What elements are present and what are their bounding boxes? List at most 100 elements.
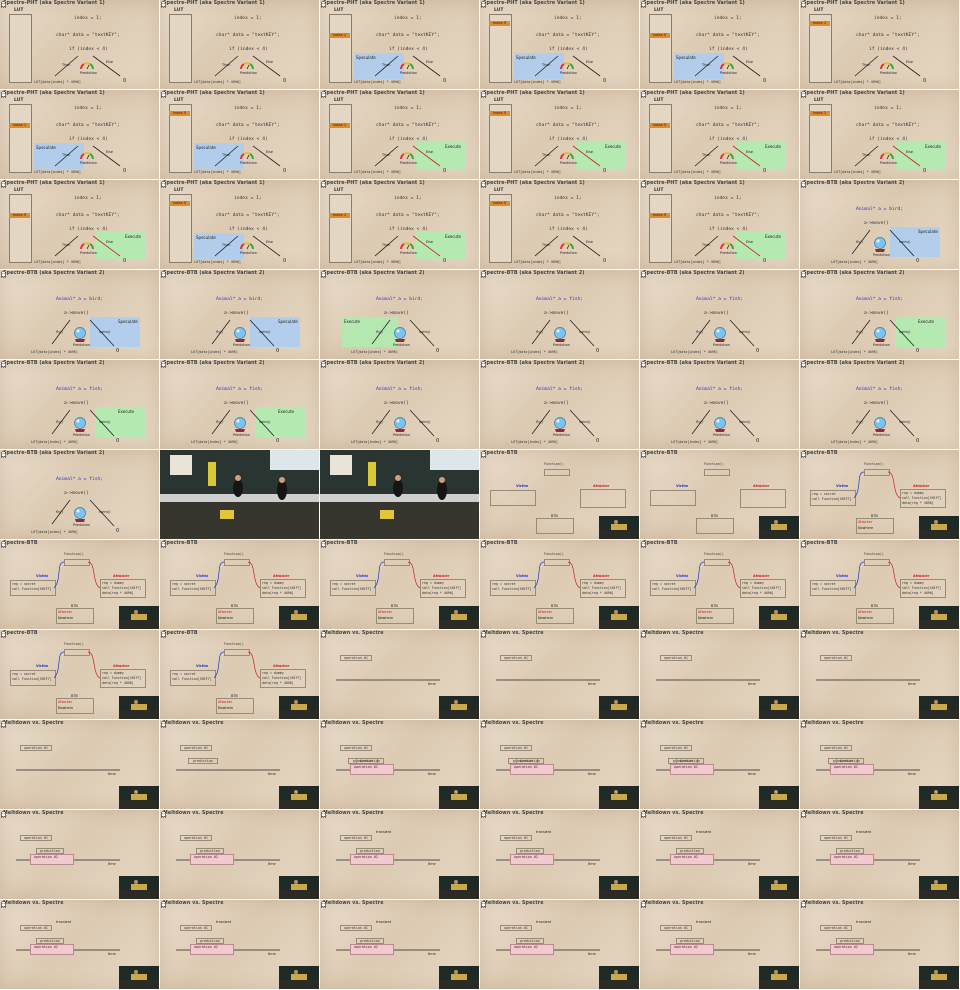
slide-thumbnail[interactable]: Spectre-BTB (aka Spectre Variant 2)Anima… [640,270,799,359]
victim-reg-line: reg = secret [12,672,36,676]
virtual-call: a->move() [384,401,409,406]
data-assignment: char* data = "textKEY"; [376,123,440,128]
then-label: Then [702,243,711,247]
speaker-camera-inset [119,966,159,989]
predictor-gauge-icon [400,242,414,250]
slide-title: Spectre-PHT (aka Spectre Variant 1) [3,1,105,6]
prediction-label: Prediction [400,71,417,75]
time-label: time [588,772,596,776]
slide-thumbnail[interactable]: Spectre-BTB (aka Spectre Variant 2)Anima… [800,270,959,359]
slide-thumbnail[interactable]: Spectre-BTB (aka Spectre Variant 2)Anima… [320,360,479,449]
slide-thumbnail[interactable]: Spectre-BTB (aka Spectre Variant 2)Anima… [640,360,799,449]
slide-thumbnail[interactable]: Spectre-BTB (aka Spectre Variant 2)Anima… [0,270,159,359]
crystal-ball-icon [74,507,86,522]
operation-2-box: operation #2 [834,855,858,859]
slide-thumbnail[interactable]: Spectre-BTB (aka Spectre Variant 2)Anima… [480,360,639,449]
lut-table [169,14,192,83]
branch-arrows [54,235,121,257]
slide-thumbnail[interactable] [320,450,479,539]
slide-title: Meltdown vs. Spectre [3,811,64,816]
result: 0 [116,438,120,444]
slide-title: Meltdown vs. Spectre [803,721,864,726]
slide-thumbnail[interactable] [160,450,319,539]
predictor-gauge-icon [560,62,574,70]
transient-region [510,854,554,865]
speaker-camera-inset [119,876,159,899]
slide-thumbnail[interactable]: Spectre-BTB (aka Spectre Variant 2)Anima… [320,270,479,359]
ghost-logo-icon [801,451,806,458]
lut-table [489,104,512,173]
slide-thumbnail[interactable]: Spectre-BTB (aka Spectre Variant 2)Anima… [800,360,959,449]
slide-thumbnail[interactable]: Spectre-BTB (aka Spectre Variant 2)Anima… [800,180,959,269]
lut-label: LUT [814,8,824,13]
slide-thumbnail[interactable]: Spectre-BTB (aka Spectre Variant 2)Anima… [160,270,319,359]
slide-thumbnail[interactable]: Spectre-BTB (aka Spectre Variant 2)Anima… [0,450,159,539]
slide-thumbnail[interactable]: Spectre-BTB (aka Spectre Variant 2)Anima… [480,270,639,359]
operation-1-box: operation #1 [20,745,52,751]
speculate-label: Speculate [118,319,138,324]
leak-expression: LUT[data[index] * 4096] [191,350,238,354]
camera-feed [119,786,159,809]
victim-call-line: call Function[SHIFT] [492,587,532,591]
slide-thumbnail[interactable]: Spectre-BTB (aka Spectre Variant 2)Anima… [160,360,319,449]
predictor-gauge-icon [880,152,894,160]
transient-region [830,854,874,865]
slide-title: Meltdown vs. Spectre [643,721,704,726]
slide-thumbnail[interactable]: Spectre-BTB (aka Spectre Variant 2)Anima… [0,360,159,449]
slide-title: Spectre-BTB [3,541,38,546]
crystal-ball-icon [874,417,886,432]
speaker-camera-inset [599,696,639,719]
camera-feed [119,876,159,899]
